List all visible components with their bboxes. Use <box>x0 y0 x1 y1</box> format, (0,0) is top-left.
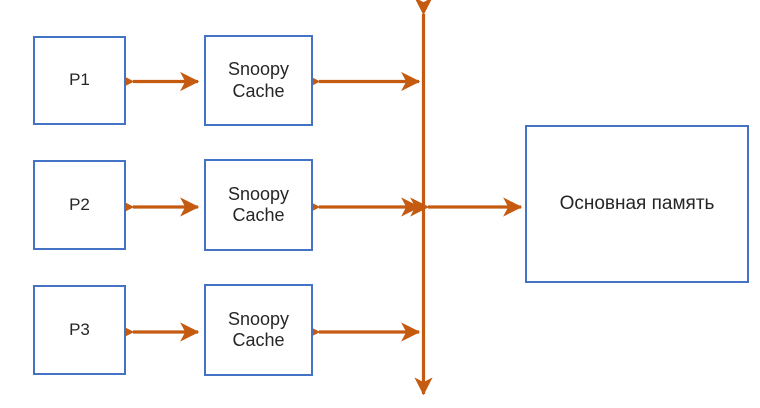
processor-box-p1[interactable]: P1 <box>33 36 126 125</box>
cache-label-3: Snoopy Cache <box>227 308 290 350</box>
processor-label-p1: P1 <box>69 70 90 90</box>
processor-box-p3[interactable]: P3 <box>33 285 126 375</box>
processor-label-p2: P2 <box>69 194 90 214</box>
cache-box-3[interactable]: Snoopy Cache <box>204 284 313 376</box>
cache-box-2[interactable]: Snoopy Cache <box>204 159 313 251</box>
cache-label-2: Snoopy Cache <box>227 183 290 225</box>
processor-box-p2[interactable]: P2 <box>33 160 126 250</box>
main-memory-box[interactable]: Основная память <box>525 125 749 283</box>
main-memory-label: Основная память <box>559 192 715 214</box>
cache-box-1[interactable]: Snoopy Cache <box>204 35 313 126</box>
processor-label-p3: P3 <box>69 319 90 339</box>
cache-label-1: Snoopy Cache <box>227 59 290 101</box>
